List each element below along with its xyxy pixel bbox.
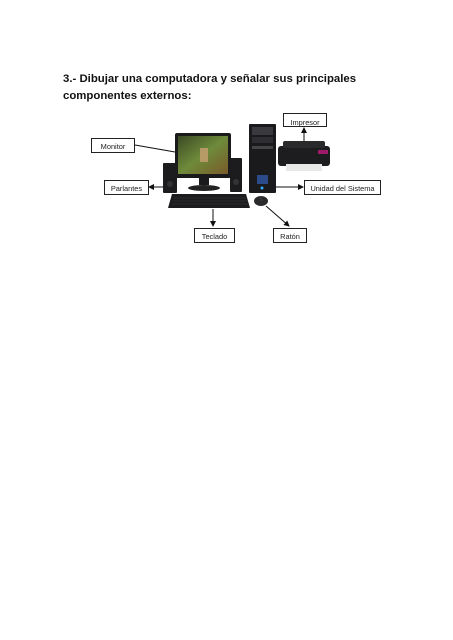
speakers-illustration	[163, 158, 242, 193]
label-raton: Ratón	[273, 228, 307, 243]
monitor-pointer	[134, 144, 176, 153]
system-unit-illustration	[249, 124, 276, 193]
mouse-illustration	[254, 196, 268, 206]
question-heading: 3.- Dibujar una computadora y señalar su…	[63, 73, 357, 102]
label-impresor: Impresor	[283, 113, 327, 127]
raton-pointer	[265, 205, 290, 227]
label-unidad-del-sistema: Unidad del Sistema	[304, 180, 381, 195]
monitor-illustration	[175, 133, 231, 191]
label-parlantes: Parlantes	[104, 180, 149, 195]
label-monitor: Monitor	[91, 138, 135, 153]
printer-illustration	[278, 141, 330, 171]
label-teclado: Teclado	[194, 228, 235, 243]
keyboard-illustration	[168, 194, 250, 208]
